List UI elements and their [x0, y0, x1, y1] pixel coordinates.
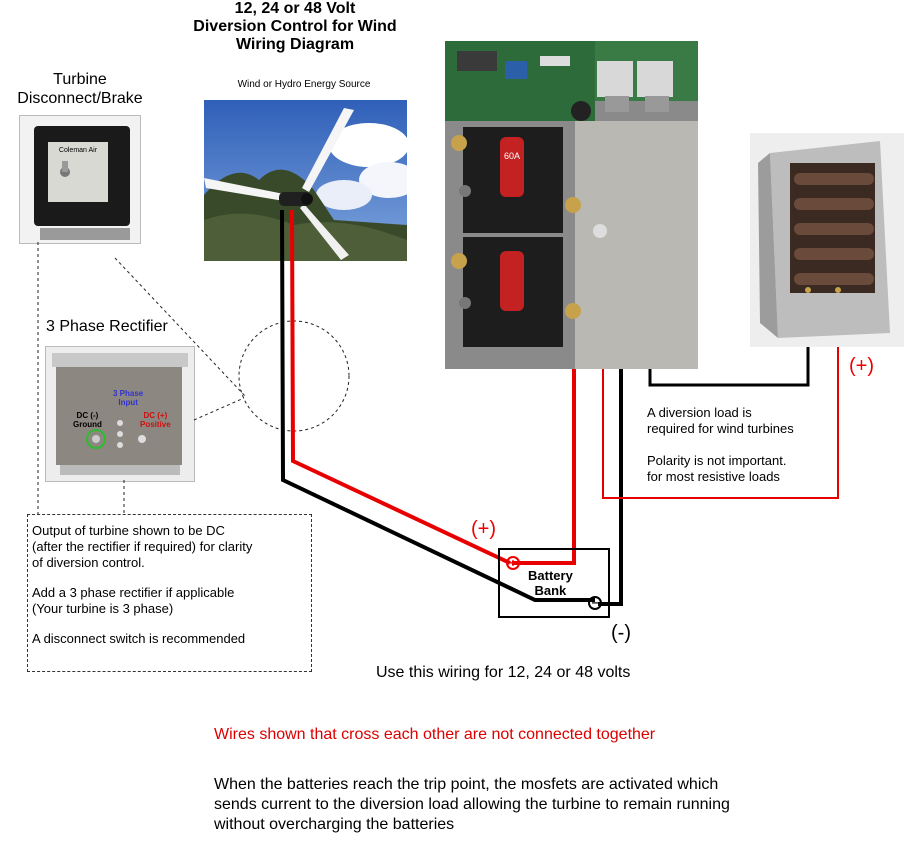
- explanation-text: When the batteries reach the trip point,…: [214, 776, 730, 833]
- note-dc-output: Output of turbine shown to be DC (after …: [32, 523, 253, 570]
- rectifier-photo: [45, 346, 195, 482]
- leader-line-disconnect: [114, 257, 246, 397]
- diversion-load-illustration: [750, 133, 904, 347]
- battery-bank: + – Battery Bank: [498, 548, 610, 618]
- disconnect-box-text: Coleman Air: [59, 147, 98, 154]
- wire-controller-positive: [512, 355, 576, 565]
- rectifier-illustration: [46, 347, 194, 481]
- warning-text: Wires shown that cross each other are no…: [214, 726, 656, 743]
- rectifier-neg-label: DC (-) Ground: [73, 411, 102, 429]
- breaker-label: 60A: [504, 151, 520, 161]
- diagram-title: 12, 24 or 48 Volt Diversion Control for …: [193, 0, 397, 53]
- turbine-output-note: Output of turbine shown to be DC (after …: [27, 514, 312, 672]
- rectifier-pos-label: DC (+) Positive: [140, 411, 171, 429]
- rectifier-label: 3 Phase Rectifier: [46, 318, 168, 335]
- turbine-disconnect-label: Turbine Disconnect/Brake: [17, 71, 143, 107]
- diversion-note-required: A diversion load is required for wind tu…: [647, 405, 794, 436]
- battery-positive-terminal: +: [506, 556, 520, 570]
- wire-turbine-positive: [290, 209, 511, 565]
- leader-line-rectifier: [193, 397, 245, 421]
- wind-turbine-illustration: [204, 100, 419, 261]
- battery-positive-label: (+): [471, 518, 496, 540]
- battery-negative-terminal: –: [588, 596, 602, 610]
- diversion-note-polarity: Polarity is not important. for most resi…: [647, 453, 787, 484]
- battery-negative-label: (-): [611, 622, 631, 644]
- note-rectifier: Add a 3 phase rectifier if applicable (Y…: [32, 585, 235, 616]
- note-disconnect: A disconnect switch is recommended: [32, 631, 246, 646]
- source-label: Wind or Hydro Energy Source: [237, 79, 371, 90]
- disconnect-switch-illustration: Coleman Air: [20, 116, 140, 243]
- use-wiring-text: Use this wiring for 12, 24 or 48 volts: [376, 664, 631, 681]
- diversion-controller-photo: 60A: [445, 41, 698, 369]
- wire-turbine-negative: [280, 209, 595, 602]
- load-positive-label: (+): [849, 355, 874, 377]
- diversion-controller-illustration: 60A: [445, 41, 698, 369]
- rectifier-input-label: 3 Phase Input: [113, 389, 144, 407]
- diversion-load-photo: [750, 133, 904, 347]
- battery-label: Battery Bank: [528, 568, 573, 598]
- disconnect-switch-photo: Coleman Air: [19, 115, 141, 244]
- wind-turbine-photo: [204, 100, 419, 261]
